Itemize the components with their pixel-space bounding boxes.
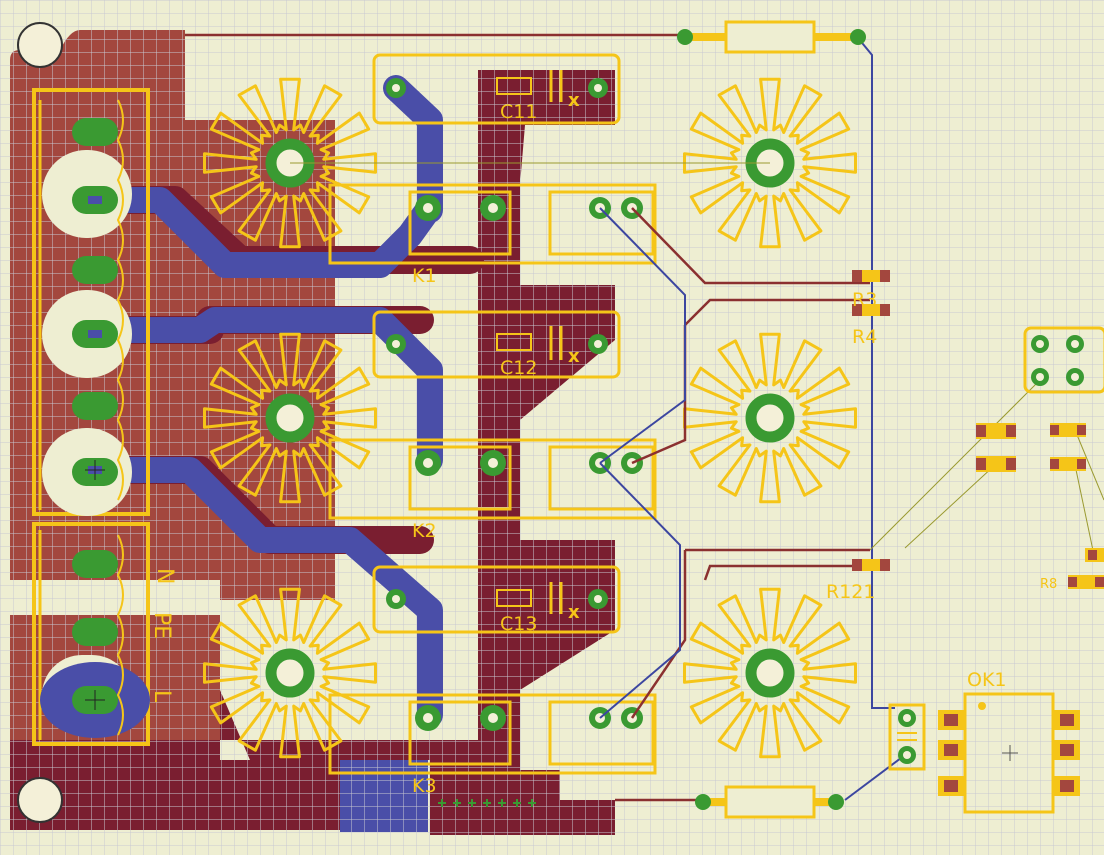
fiducial-marks [438,799,536,807]
capacitor-c11 [372,53,621,125]
label-pe: PE [149,612,174,639]
smd-r121 [852,559,890,571]
heatsink-left-3 [203,587,377,759]
heatsink-right-2 [683,332,857,504]
label-c11: C11 [500,101,537,123]
terminal-silkscreen-waves [116,99,124,736]
label-k3: K3 [412,775,437,797]
label-l: L [149,690,174,703]
mounting-hole-top-left [17,22,63,68]
pin-header [1023,326,1104,394]
heatsink-right-2-pad [745,393,795,443]
relay-k1 [328,183,657,265]
terminal-block-2 [32,522,150,746]
label-c13: C13 [500,613,537,635]
terminal-pads [72,118,118,714]
label-c12: C12 [500,357,537,379]
capacitor-c13 [372,565,621,634]
heatsink-right-3-pad [745,648,795,698]
label-k2: K2 [412,520,437,542]
heatsink-right-1 [683,77,857,249]
smd-parts-right [976,423,1104,589]
label-k1: K1 [412,265,437,287]
signal-traces-blue [599,37,906,801]
smd-r3 [852,270,890,282]
heatsink-left-2 [203,332,377,504]
smd-r4 [852,304,890,316]
label-c12-mark: x [568,346,580,367]
airwires [290,162,1104,561]
mounting-hole-bottom-left [17,777,63,823]
heatsink-left-2-pad [265,393,315,443]
resistor-bottom [695,785,844,819]
optocoupler-ok1 [938,692,1080,814]
heatsink-right-3 [683,587,857,759]
resistor-top [677,20,866,54]
label-r4: R4 [852,326,877,348]
label-c13-mark: x [568,602,580,623]
smd-capacitor [888,703,926,771]
heatsink-left-3-pad [265,648,315,698]
capacitor-c12 [372,310,621,379]
label-n: N [152,568,177,584]
label-r121: R121 [826,581,875,603]
label-c11-mark: x [568,90,580,111]
label-r3: R3 [852,289,877,311]
label-r8: R8 [1040,577,1057,592]
heatsink-left-1 [203,77,377,249]
label-ok1: OK1 [967,669,1007,691]
blue-traces [82,75,443,728]
crosshair-marks [85,460,105,710]
